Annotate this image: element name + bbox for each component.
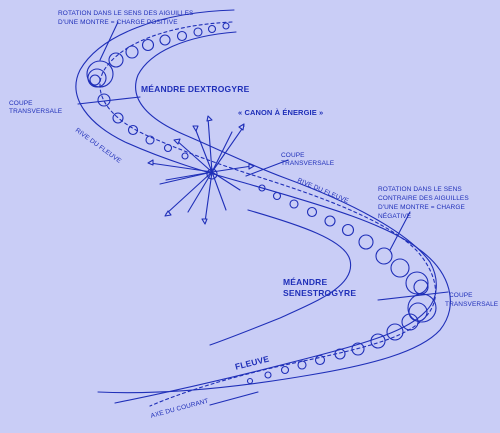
- meandre-senestrogyre-line2: SENESTROGYRE: [283, 288, 357, 298]
- outer-river-bank: [75, 9, 451, 394]
- coupe-right-line1: COUPE: [449, 292, 473, 299]
- coupe-left-line1: COUPE: [9, 100, 33, 107]
- meandre-senestrogyre-line1: MÉANDRE: [283, 277, 328, 287]
- coupe-left-pointer: [77, 96, 141, 105]
- inner-river-bank: [114, 31, 437, 404]
- coupe-right-pointer: [377, 291, 449, 301]
- rotation-right-line1: ROTATION DANS LE SENS: [378, 186, 462, 193]
- canon-energie-label: « CANON À ÉNERGIE »: [238, 108, 324, 117]
- upper-spirals: [86, 22, 230, 160]
- energy-cannon-starburst: [147, 115, 255, 225]
- coupe-mid-line2: TRANSVERSALE: [281, 160, 335, 167]
- rotation-right-line2: CONTRAIRE DES AIGUILLES: [378, 195, 469, 202]
- coupe-left-line2: TRANSVERSALE: [9, 108, 63, 115]
- coupe-mid-line1: COUPE: [281, 152, 305, 159]
- meandre-dextrogyre-label: MÉANDRE DEXTROGYRE: [141, 84, 250, 94]
- meander-inner-curve: [209, 209, 352, 346]
- axe-pointer: [209, 391, 259, 406]
- lower-spirals: [246, 184, 437, 385]
- rotation-top-line2: D'UNE MONTRE = CHARGE POSITIVE: [58, 19, 178, 26]
- coupe-right-line2: TRANSVERSALE: [445, 301, 499, 308]
- rotation-right-line3: D'UNE MONTRE = CHARGE: [378, 204, 465, 211]
- rotation-top-pointer: [99, 21, 119, 61]
- rotation-right-pointer: [389, 211, 411, 251]
- current-axis: [99, 21, 437, 407]
- coupe-mid-pointer: [245, 159, 289, 177]
- rotation-top-line1: ROTATION DANS LE SENS DES AIGUILLES: [58, 10, 194, 17]
- rotation-right-line4: NÉGATIVE: [378, 213, 412, 220]
